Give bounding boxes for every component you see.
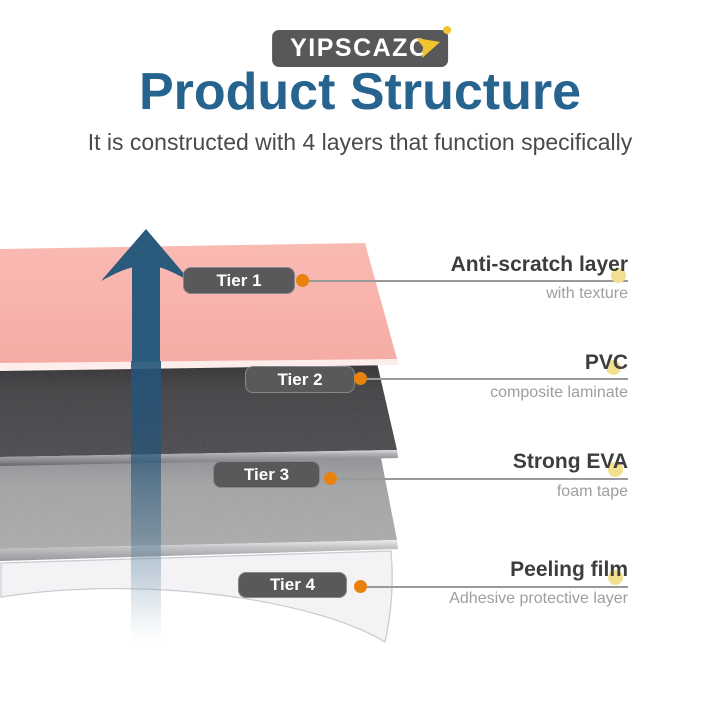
layer-strong-eva [0, 458, 398, 561]
tier-1-connector-dot [296, 274, 309, 287]
tier-1-connector-line [309, 280, 628, 282]
brand-name: YIPSCAZO [290, 34, 430, 62]
tier-3-layer-name: Strong EVA [512, 450, 628, 473]
tier-1-layer-desc: with texture [546, 285, 628, 302]
tier-3-badge: Tier 3 [213, 461, 320, 488]
page-title: Product Structure [138, 63, 582, 121]
tier-3-highlight-dot [608, 462, 623, 477]
tier-4-badge: Tier 4 [238, 572, 347, 598]
tier-2-connector-line [367, 378, 628, 380]
tier-2-badge: Tier 2 [245, 366, 355, 393]
arrow-pass-through-band [131, 361, 161, 642]
tier-2-highlight-dot [606, 360, 621, 375]
tier-4-connector-dot [354, 580, 367, 593]
tier-3-connector-dot [324, 472, 337, 485]
tier-3-layer-desc: foam tape [556, 483, 628, 500]
tier-2-connector-dot [354, 372, 367, 385]
tier-3-connector-line [337, 478, 628, 480]
tier-4-layer-desc: Adhesive protective layer [449, 590, 628, 607]
page-subtitle: It is constructed with 4 layers that fun… [87, 129, 633, 155]
tier-1-badge: Tier 1 [183, 267, 295, 294]
tier-4-connector-line [367, 586, 628, 588]
layer-anti-scratch [0, 243, 399, 371]
tier-1-layer-name: Anti-scratch layer [450, 253, 628, 276]
up-arrow-icon [101, 229, 191, 362]
logo-trademark-dot [442, 26, 451, 34]
brand-logo: YIPSCAZO [272, 26, 451, 67]
tier-2-layer-desc: composite laminate [490, 384, 628, 401]
tier-4-highlight-dot [608, 570, 623, 585]
tier-2-layer-name: PVC [584, 351, 628, 374]
tier-1-highlight-dot [611, 268, 626, 283]
tier-4-layer-name: Peeling film [510, 558, 628, 581]
logo-cursor-icon [415, 38, 440, 58]
